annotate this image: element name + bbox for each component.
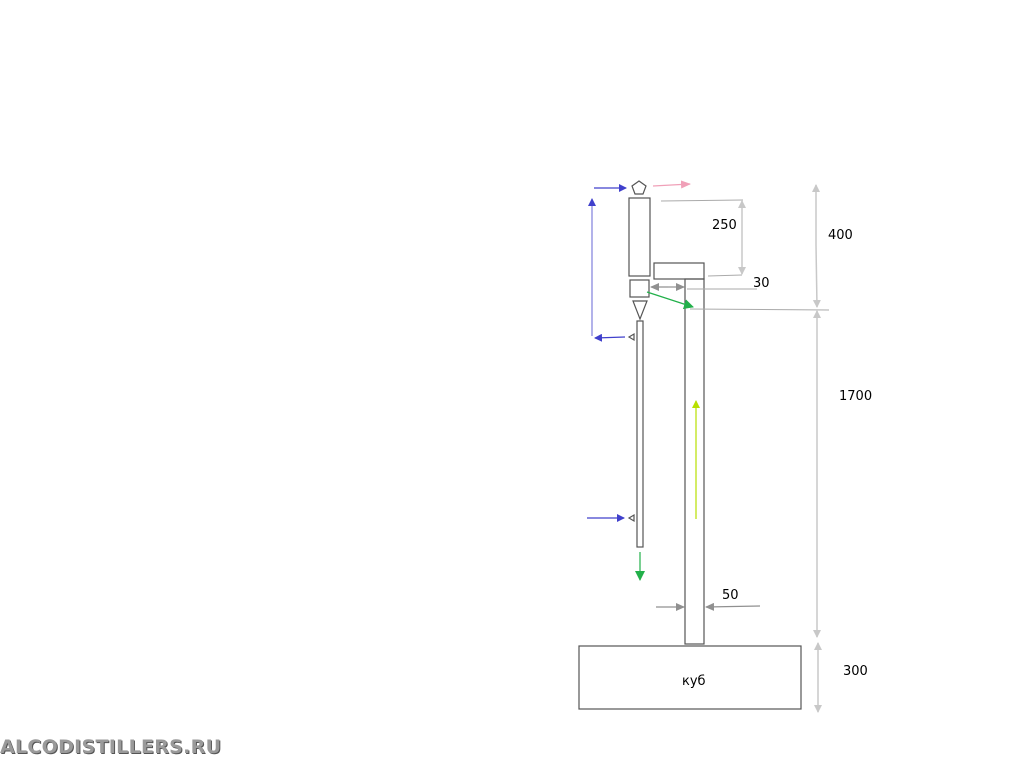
dim-250-label: 250 bbox=[712, 218, 737, 233]
vent-pentagon-icon bbox=[631, 180, 647, 195]
dim-300-label: 300 bbox=[843, 664, 868, 679]
dim-400-label: 400 bbox=[828, 228, 853, 243]
exhaust-arrow bbox=[652, 180, 691, 189]
vapor-arrow bbox=[646, 291, 694, 309]
cube-label: куб bbox=[682, 674, 706, 689]
coolant-out-arrow bbox=[594, 333, 626, 342]
dim-50-arrow-right bbox=[705, 602, 761, 611]
dim-400-line bbox=[812, 244, 821, 308]
dim-30-label: 30 bbox=[753, 276, 770, 291]
dim-ext-line bbox=[707, 274, 743, 277]
vapor-pipe bbox=[653, 262, 705, 280]
watermark: ALCODISTILLERS.RU bbox=[0, 736, 222, 758]
product-cooler bbox=[636, 320, 644, 548]
dephlegmator bbox=[628, 197, 651, 277]
cube-box bbox=[578, 645, 802, 710]
dim-50-label: 50 bbox=[722, 588, 739, 603]
column bbox=[684, 278, 705, 645]
selection-unit bbox=[629, 279, 650, 298]
dim-ext-line bbox=[660, 199, 744, 202]
dim-1700-label: 1700 bbox=[839, 389, 872, 404]
coolant-outlet-icon bbox=[627, 332, 635, 342]
dim-ext-line bbox=[689, 308, 830, 311]
coolant-inlet-icon bbox=[627, 513, 635, 523]
funnel-icon bbox=[632, 300, 648, 321]
